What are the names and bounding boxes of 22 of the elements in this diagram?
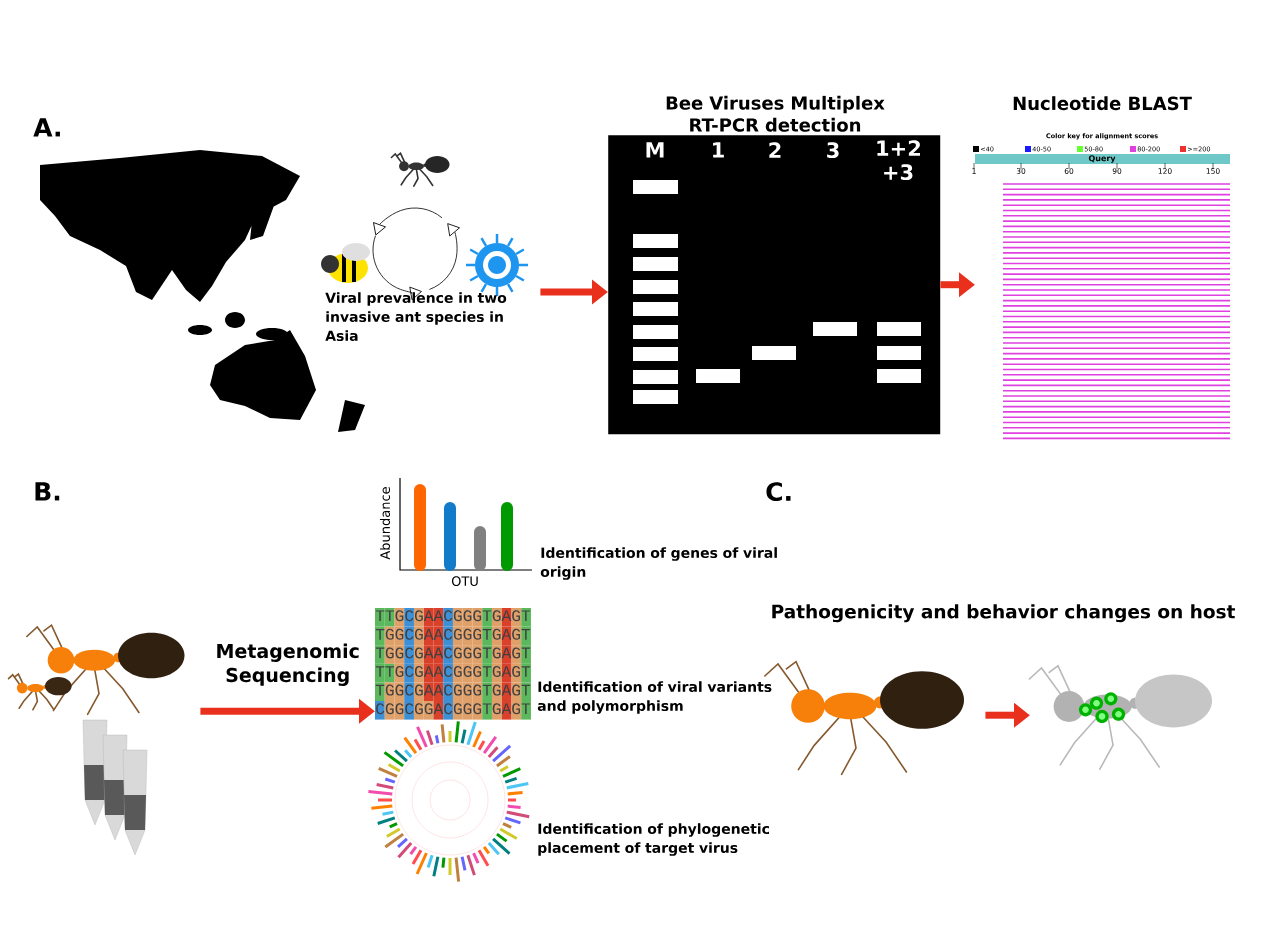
axis-label: OTU xyxy=(451,576,478,587)
gel-title: Bee Viruses Multiplex RT-PCR detection xyxy=(666,95,885,132)
node-label: TTGCGAACGGGTGAGT xyxy=(375,610,531,622)
caption-text: Identification of phylogenetic placement of target virus xyxy=(538,823,769,856)
axis-label: Abundance xyxy=(379,487,391,560)
edge-label: Metagenomic Sequencing xyxy=(217,643,359,686)
panel-letter: A. xyxy=(33,118,60,137)
caption-text: Viral prevalence in two invasive ant species in Asia xyxy=(325,292,507,342)
infected-ant-drawing xyxy=(1028,664,1212,770)
query-bar: Query xyxy=(975,154,1230,164)
caption-text: Identification of genes of viral origin xyxy=(540,547,777,580)
lane-label: M xyxy=(646,142,664,158)
node-label: TTGCGAACGGGTGAGT xyxy=(375,666,531,677)
lane-label: 1 xyxy=(713,142,724,158)
panel-title: Pathogenicity and behavior changes on host xyxy=(772,604,1235,623)
lane-label: 3 xyxy=(827,142,839,159)
panel-title: Nucleotide BLAST xyxy=(1013,96,1192,111)
panel-letter: C. xyxy=(766,482,791,502)
lane-label: 1+2 +3 xyxy=(877,140,920,181)
panel-letter: B. xyxy=(35,482,60,501)
lane-label: 2 xyxy=(769,142,781,158)
caption-text: Identification of viral variants and polymorphism xyxy=(537,681,772,714)
